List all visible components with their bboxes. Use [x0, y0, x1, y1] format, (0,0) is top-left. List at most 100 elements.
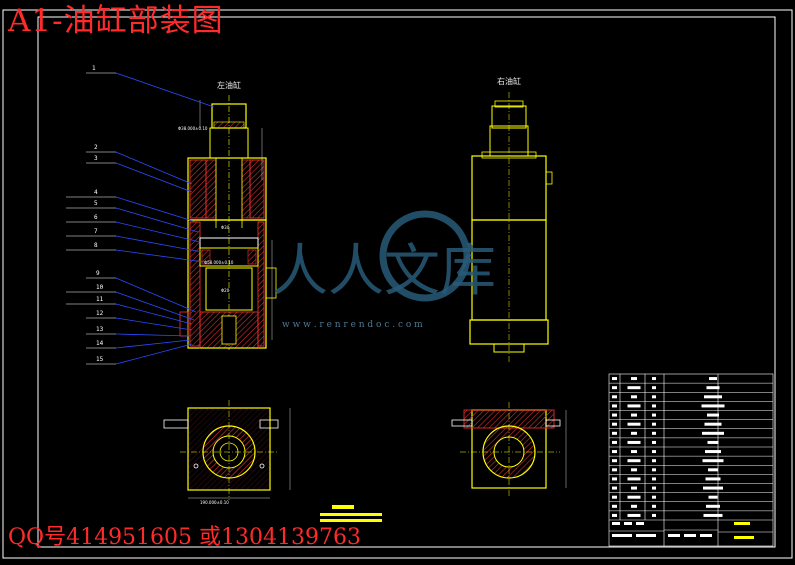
bom-cell-mark	[612, 513, 617, 517]
bom-cell-mark	[627, 513, 641, 517]
bom-cell-mark	[708, 495, 718, 499]
bom-cell-mark	[701, 404, 725, 408]
bom-cell-mark	[652, 422, 656, 426]
drawing-title: A1-油缸部装图	[8, 3, 224, 39]
bom-cell-mark	[612, 404, 617, 408]
svg-text:Φ20: Φ20	[221, 288, 230, 293]
part-number-5: 5	[94, 200, 98, 207]
bom-cell-mark	[612, 495, 617, 499]
contact-footer: QQ号414951605 或1304139763	[8, 525, 362, 550]
part-number-13: 13	[96, 326, 104, 333]
bom-cell-mark	[707, 413, 719, 417]
bom-cell-mark	[612, 504, 617, 508]
bill-of-materials-table	[608, 373, 774, 547]
bom-cell-mark	[652, 504, 656, 508]
bom-cell-mark	[708, 468, 718, 472]
bom-cell-mark	[652, 431, 656, 435]
outer-frame	[2, 9, 793, 559]
part-number-8: 8	[94, 242, 98, 249]
bom-cell-mark	[702, 459, 724, 463]
bom-cell-mark	[612, 440, 617, 444]
title-block-mark	[734, 522, 750, 525]
bom-cell-mark	[703, 513, 723, 517]
bom-cell-mark	[702, 431, 724, 435]
part-number-3: 3	[94, 155, 98, 162]
bom-cell-mark	[703, 486, 723, 490]
bom-cell-mark	[631, 431, 637, 435]
title-block-mark	[636, 522, 644, 525]
right-cylinder-outline	[469, 92, 553, 362]
bom-cell-mark	[652, 395, 656, 399]
bom-cell-mark	[612, 422, 617, 426]
bom-cell-mark	[612, 431, 617, 435]
bom-cell-mark	[705, 450, 721, 454]
bom-cell-mark	[705, 477, 721, 481]
bom-cell-mark	[612, 377, 617, 381]
left-bottom-view: 190.000±0.10	[163, 400, 291, 505]
part-number-12: 12	[96, 310, 104, 317]
bom-cell-marks	[612, 377, 754, 539]
title-block-mark	[612, 522, 620, 525]
bom-cell-mark	[627, 495, 641, 499]
svg-text:Φ58.000±0.10: Φ58.000±0.10	[204, 260, 234, 265]
bom-cell-mark	[652, 413, 656, 417]
bom-cell-mark	[631, 395, 637, 399]
bom-cell-mark	[627, 422, 641, 426]
bom-cell-mark	[707, 440, 719, 444]
part-number-1: 1	[92, 65, 96, 72]
bom-cell-mark	[627, 386, 641, 390]
bom-cell-mark	[627, 404, 641, 408]
bom-cell-mark	[612, 459, 617, 463]
part-number-4: 4	[94, 189, 98, 196]
bom-cell-mark	[709, 377, 717, 381]
bom-cell-mark	[652, 513, 656, 517]
scale-label-block	[320, 505, 382, 522]
bom-cell-mark	[706, 386, 720, 390]
bom-cell-mark	[706, 504, 720, 508]
part-number-2: 2	[94, 144, 98, 151]
bom-cell-mark	[627, 459, 641, 463]
bom-cell-mark	[652, 377, 656, 381]
part-number-9: 9	[96, 270, 100, 277]
svg-text:Φ30: Φ30	[221, 225, 230, 230]
watermark-text: 人人文库	[272, 239, 496, 304]
bom-cell-mark	[612, 395, 617, 399]
part-number-10: 10	[96, 284, 104, 291]
title-block-mark	[612, 534, 632, 537]
title-block-mark	[700, 534, 712, 537]
bom-cell-mark	[652, 495, 656, 499]
title-block-mark	[624, 522, 632, 525]
left-cylinder-section: Φ38.000±0.10 Φ58.000±0.10 Φ30 Φ20	[178, 95, 277, 350]
bom-cell-mark	[612, 486, 617, 490]
bom-cell-mark	[652, 459, 656, 463]
title-block-mark	[734, 536, 754, 539]
right-view-label: 右油缸	[497, 77, 521, 86]
bom-cell-mark	[652, 386, 656, 390]
part-number-6: 6	[94, 214, 98, 221]
svg-text:Φ38.000±0.10: Φ38.000±0.10	[178, 126, 208, 131]
bom-cell-mark	[652, 440, 656, 444]
title-block-mark	[636, 534, 656, 537]
title-block-mark	[668, 534, 680, 537]
title-block-mark	[684, 534, 696, 537]
right-bottom-view	[451, 402, 567, 498]
bom-cell-mark	[631, 413, 637, 417]
bom-cell-mark	[652, 450, 656, 454]
bom-cell-mark	[631, 486, 637, 490]
bom-cell-mark	[631, 468, 637, 472]
part-number-15: 15	[96, 356, 104, 363]
leader-lines	[115, 72, 215, 365]
bom-cell-mark	[627, 477, 641, 481]
bom-cell-mark	[612, 413, 617, 417]
left-view-label: 左油缸	[217, 81, 241, 90]
bom-cell-mark	[631, 450, 637, 454]
bom-cell-mark	[612, 468, 617, 472]
bom-cell-mark	[627, 440, 641, 444]
bom-cell-mark	[652, 404, 656, 408]
bom-cell-mark	[652, 486, 656, 490]
part-number-7: 7	[94, 228, 98, 235]
bom-cell-mark	[652, 477, 656, 481]
bom-cell-mark	[704, 395, 722, 399]
